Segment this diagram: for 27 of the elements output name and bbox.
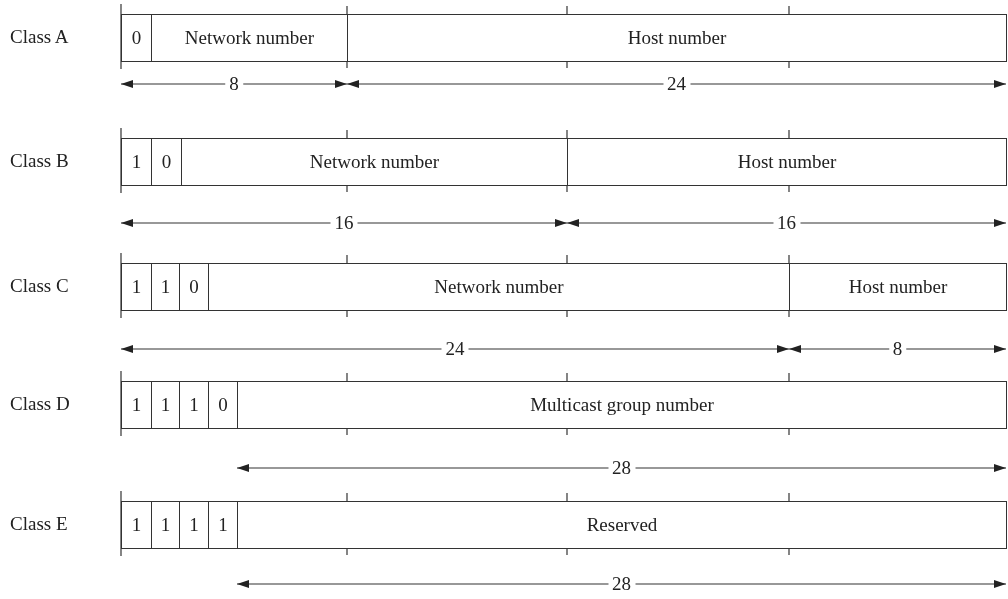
- class-label: Class D: [10, 393, 70, 415]
- bit-field: 0: [208, 381, 238, 429]
- class-label: Class E: [10, 513, 68, 535]
- address-field: Network number: [181, 138, 568, 186]
- address-field: Network number: [208, 263, 790, 311]
- address-field: Host number: [347, 14, 1007, 62]
- bit-field: 1: [208, 501, 238, 549]
- address-field: Host number: [789, 263, 1007, 311]
- bit-field: 1: [121, 501, 152, 549]
- address-field: Host number: [567, 138, 1007, 186]
- bit-field: 1: [179, 381, 209, 429]
- bit-field: 1: [121, 381, 152, 429]
- class-label: Class B: [10, 150, 69, 172]
- bit-field: 0: [121, 14, 152, 62]
- bit-field: 1: [151, 263, 180, 311]
- class-label: Class C: [10, 275, 69, 297]
- class-label: Class A: [10, 26, 69, 48]
- address-field: Network number: [151, 14, 348, 62]
- bit-field: 0: [179, 263, 209, 311]
- bit-field: 1: [121, 263, 152, 311]
- bit-field: 1: [121, 138, 152, 186]
- address-field: Reserved: [237, 501, 1007, 549]
- address-field: Multicast group number: [237, 381, 1007, 429]
- bit-field: 0: [151, 138, 182, 186]
- bit-field: 1: [151, 381, 180, 429]
- bit-field: 1: [151, 501, 180, 549]
- bit-field: 1: [179, 501, 209, 549]
